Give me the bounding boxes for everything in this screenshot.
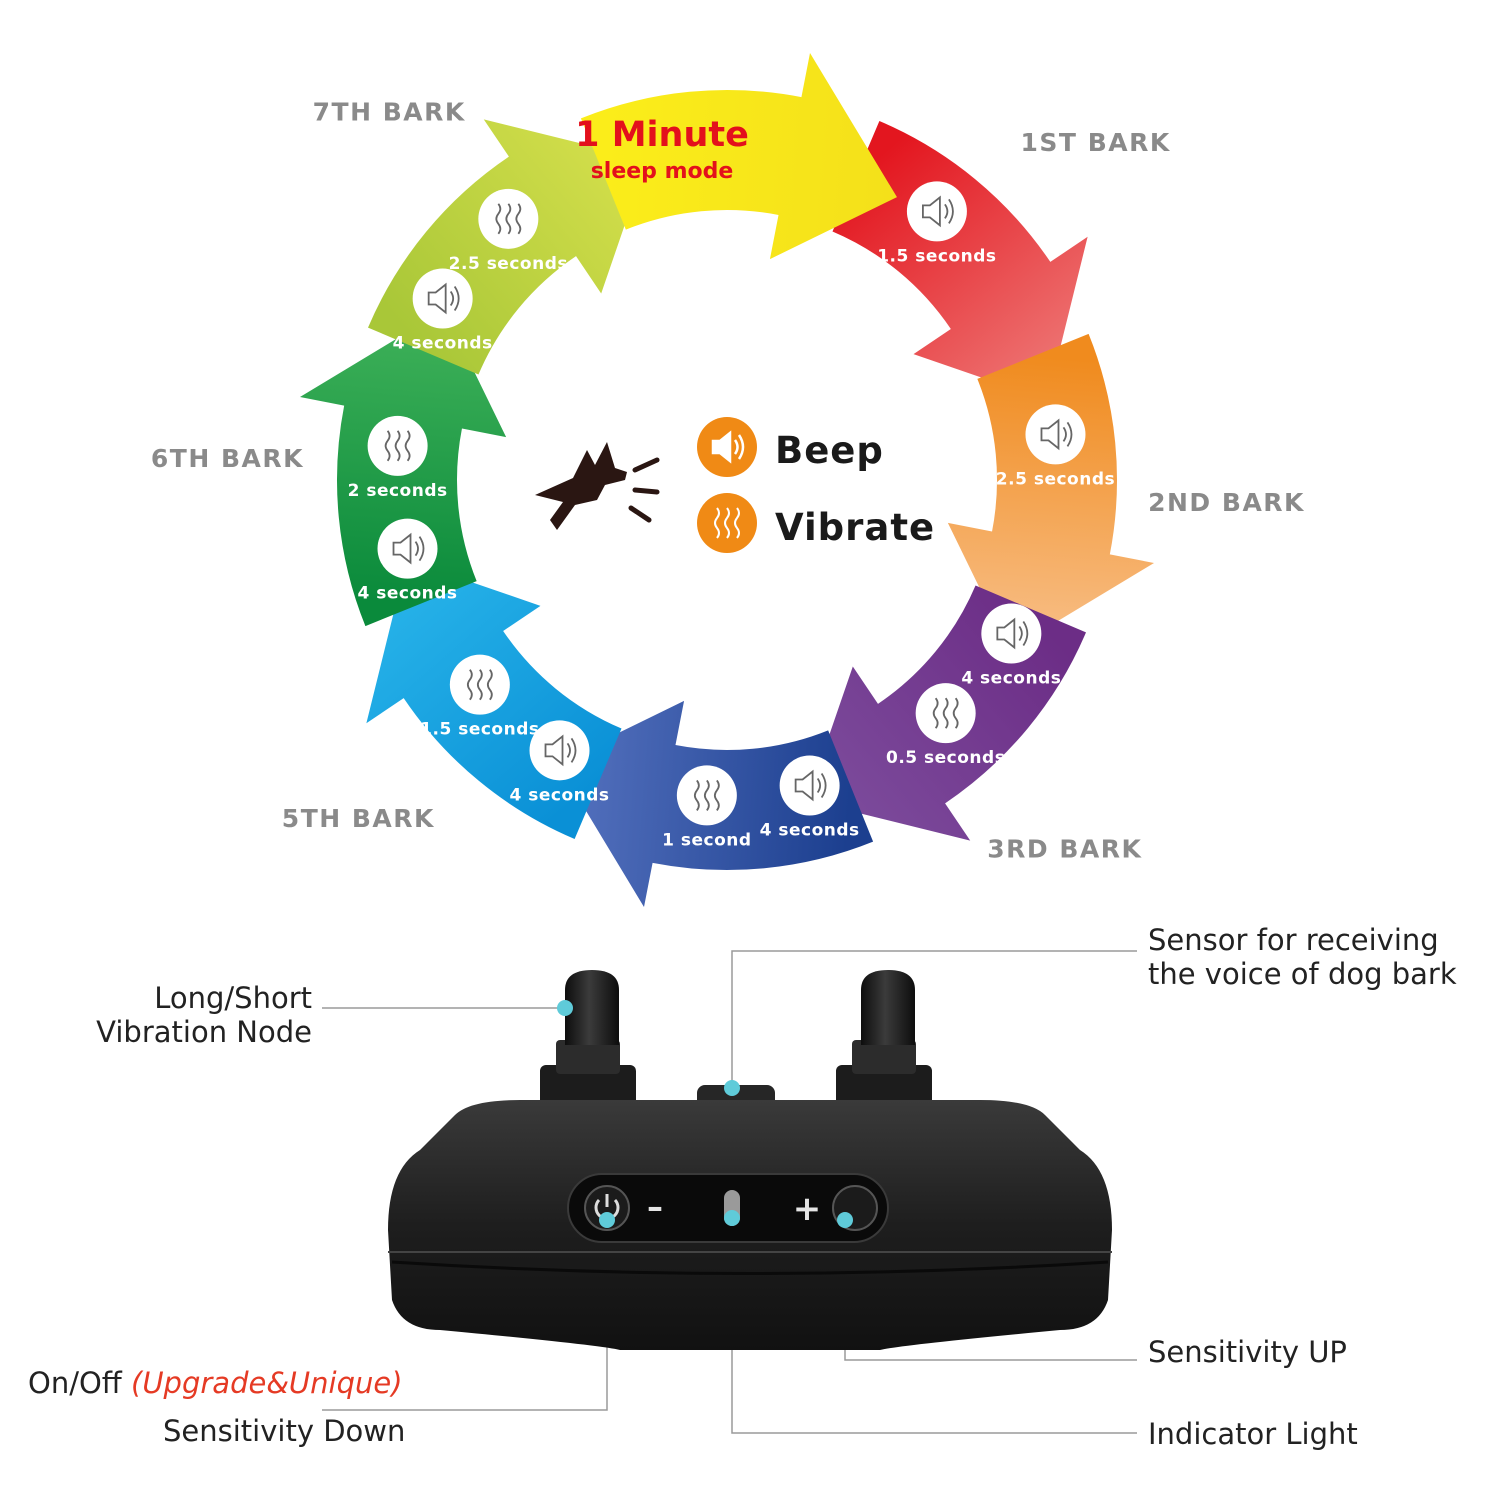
bark-4-duration-1: 4 seconds [760, 820, 860, 840]
bark-3-duration-1: 4 seconds [961, 668, 1061, 688]
leader-sensitivity-up [844, 1220, 1137, 1361]
bark-label-1: 1ST BARK [1021, 128, 1171, 157]
sensitivity-up-button[interactable] [832, 1185, 878, 1231]
minus-symbol[interactable]: – [647, 1188, 663, 1226]
marker-indicator [724, 1210, 740, 1226]
vibration-icon [676, 765, 737, 826]
indicator-light [724, 1190, 740, 1226]
callout-vibration-node: Long/Short Vibration Node [96, 981, 312, 1049]
callout-vibration-node-line2: Vibration Node [96, 1015, 312, 1049]
vibration-icon [478, 188, 539, 249]
right-vibration-probe [836, 970, 932, 1115]
bark-3-duration-2: 0.5 seconds [886, 748, 1005, 768]
bark-sensor [697, 1085, 775, 1113]
legend-beep: Beep [697, 417, 884, 477]
marker-on-off [599, 1212, 615, 1228]
speaker-icon [1025, 404, 1086, 465]
callout-sensor-line2: the voice of dog bark [1148, 957, 1457, 991]
device-body [388, 1100, 1112, 1350]
bark-6-item-2: 2 seconds [348, 415, 448, 501]
speaker-icon [377, 518, 438, 579]
bark-3-item-2: 0.5 seconds [886, 683, 1005, 768]
marker-sensor [724, 1080, 740, 1096]
bark-2-item-1: 2.5 seconds [996, 404, 1115, 489]
bark-cycle-diagram: 1.5 seconds 2.5 seconds 4 seconds 0.5 secon… [151, 52, 1305, 908]
bark-arrow-8 [580, 52, 897, 260]
callout-sensor-line1: Sensor for receiving [1148, 923, 1439, 957]
power-button[interactable] [584, 1185, 630, 1231]
bark-label-6: 6TH BARK [151, 444, 304, 473]
bark-4-duration-2: 1 second [662, 830, 751, 850]
bark-arrow-1 [832, 121, 1088, 401]
bark-3-item-1: 4 seconds [961, 603, 1061, 688]
callout-on-off-note: (Upgrade&Unique) [131, 1366, 403, 1400]
speaker-icon [981, 603, 1042, 664]
power-icon [594, 1194, 620, 1220]
bark-5-duration-2: 1.5 seconds [420, 720, 539, 740]
bark-2-duration-1: 2.5 seconds [996, 469, 1115, 489]
button-panel [567, 1173, 889, 1243]
sleep-mode-subtitle: sleep mode [591, 159, 734, 184]
leader-indicator [731, 1218, 1137, 1434]
sleep-mode-title: 1 Minute [575, 115, 749, 155]
vibration-icon [449, 654, 510, 715]
bark-4-item-2: 1 second [662, 765, 751, 850]
leader-sensor [731, 950, 1137, 1088]
bark-7-duration-2: 2.5 seconds [449, 254, 568, 274]
callout-on-off-label: On/Off [28, 1366, 122, 1400]
bark-6-item-1: 4 seconds [357, 518, 457, 604]
bark-5-item-1: 4 seconds [509, 720, 609, 805]
bark-label-2: 2ND BARK [1148, 488, 1305, 517]
vibration-icon [915, 683, 976, 744]
bark-label-7: 7TH BARK [313, 97, 466, 126]
bark-4-item-1: 4 seconds [760, 755, 860, 840]
bark-7-duration-1: 4 seconds [393, 334, 493, 354]
marker-sensitivity-up [837, 1212, 853, 1228]
bark-1-duration-1: 1.5 seconds [877, 246, 996, 266]
bark-5-duration-1: 4 seconds [509, 785, 609, 805]
barking-dog-icon [535, 442, 660, 530]
bark-7-item-1: 4 seconds [393, 268, 493, 354]
legend-vibrate-icon [697, 493, 757, 553]
bark-6-duration-1: 4 seconds [357, 584, 457, 604]
callout-sensor: Sensor for receiving the voice of dog ba… [1148, 923, 1457, 991]
marker-vibration-node [557, 1000, 573, 1016]
callout-sensitivity-down: Sensitivity Down [163, 1414, 406, 1448]
speaker-icon [529, 720, 590, 781]
bark-arrow-2 [947, 333, 1155, 650]
bark-6-duration-2: 2 seconds [348, 481, 448, 501]
bark-5-item-2: 1.5 seconds [420, 654, 539, 740]
callout-indicator-light: Indicator Light [1148, 1417, 1358, 1451]
legend-beep-label: Beep [775, 429, 884, 472]
bark-label-3: 3RD BARK [987, 835, 1142, 864]
legend-vibrate: Vibrate [697, 493, 935, 553]
left-vibration-probe [540, 970, 636, 1115]
callout-vibration-node-line1: Long/Short [154, 981, 312, 1015]
speaker-icon [906, 181, 967, 242]
callout-sensitivity-up: Sensitivity UP [1148, 1335, 1347, 1369]
callout-on-off: On/Off (Upgrade&Unique) [28, 1366, 403, 1400]
bark-1-item-1: 1.5 seconds [877, 181, 996, 266]
legend-vibrate-label: Vibrate [775, 506, 935, 549]
vibration-icon [367, 415, 428, 476]
speaker-icon [779, 755, 840, 816]
speaker-icon [412, 268, 473, 329]
plus-symbol[interactable]: + [793, 1189, 822, 1229]
bark-label-5: 5TH BARK [282, 804, 435, 833]
bark-7-item-2: 2.5 seconds [449, 188, 568, 274]
